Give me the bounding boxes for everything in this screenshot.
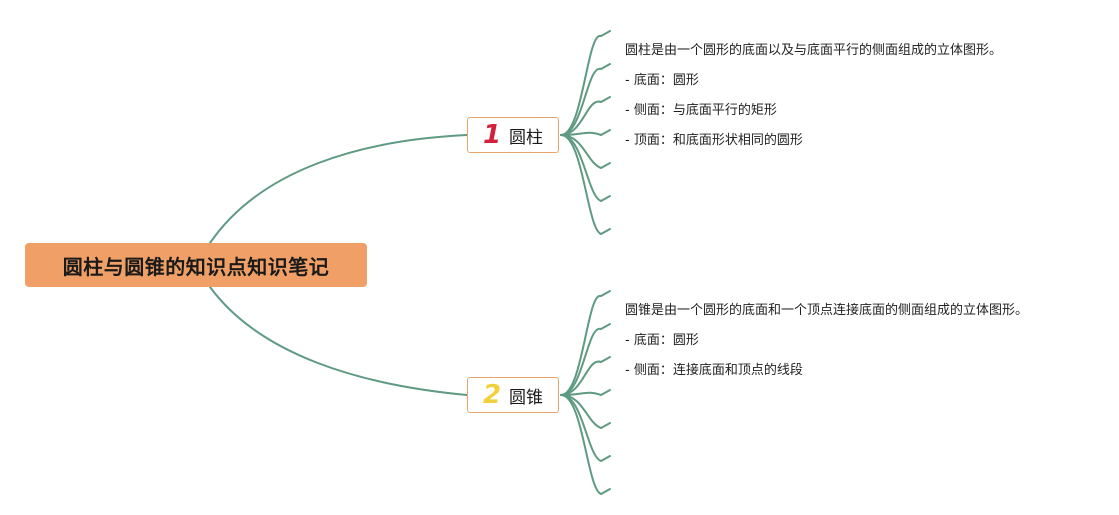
note-cylinder-side[interactable]: - 侧面：与底面平行的矩形 bbox=[625, 103, 777, 118]
note-cylinder-top[interactable]: - 顶面：和底面形状相同的圆形 bbox=[625, 133, 803, 148]
leaf-connectors-branch-2 bbox=[560, 290, 611, 496]
note-cylinder-definition[interactable]: 圆柱是由一个圆形的底面以及与底面平行的侧面组成的立体图形。 bbox=[625, 43, 1003, 58]
root-topic[interactable]: 圆柱与圆锥的知识点知识笔记 bbox=[25, 243, 367, 287]
branch-topic-cylinder[interactable]: 1 圆柱 bbox=[467, 117, 559, 153]
note-cone-definition[interactable]: 圆锥是由一个圆形的底面和一个顶点连接底面的侧面组成的立体图形。 bbox=[625, 303, 1029, 318]
branch-topic-label: 圆锥 bbox=[509, 387, 544, 408]
number-two-icon: 2 bbox=[482, 380, 502, 410]
leaf-connector bbox=[560, 134, 611, 236]
leaf-connector bbox=[560, 63, 611, 136]
note-cylinder-base[interactable]: - 底面：圆形 bbox=[625, 73, 699, 88]
number-one-icon: 1 bbox=[482, 120, 502, 150]
branch-topic-cone[interactable]: 2 圆锥 bbox=[467, 377, 559, 413]
leaf-connector bbox=[560, 30, 611, 136]
connector-root-to-branch-1 bbox=[209, 134, 468, 244]
note-cone-side[interactable]: - 侧面：连接底面和顶点的线段 bbox=[625, 363, 803, 378]
connector-root-to-branch-2 bbox=[209, 286, 468, 396]
leaf-connector bbox=[560, 290, 611, 396]
leaf-connectors-branch-1 bbox=[560, 30, 611, 236]
leaf-connector bbox=[560, 356, 611, 396]
leaf-connector bbox=[560, 323, 611, 396]
branch-topic-label: 圆柱 bbox=[509, 127, 544, 148]
leaf-connector bbox=[560, 394, 611, 496]
root-topic-label: 圆柱与圆锥的知识点知识笔记 bbox=[62, 254, 330, 279]
note-cone-base[interactable]: - 底面：圆形 bbox=[625, 333, 699, 348]
root-connectors bbox=[209, 134, 468, 396]
leaf-connector bbox=[560, 96, 611, 136]
